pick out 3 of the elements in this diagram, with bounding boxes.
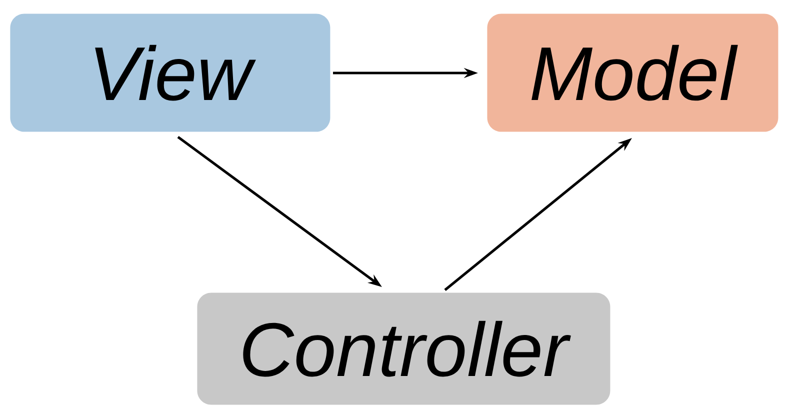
process-box: View <box>10 14 330 132</box>
process-box: Controller <box>197 292 610 405</box>
process-box: Model <box>487 14 778 132</box>
